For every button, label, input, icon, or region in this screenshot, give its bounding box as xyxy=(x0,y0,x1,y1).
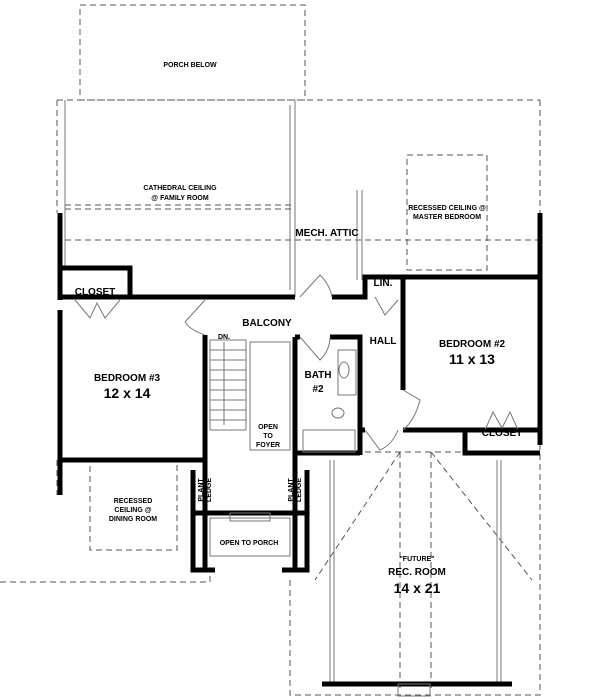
recessed-dining-label: CEILING @ xyxy=(114,507,151,514)
cathedral-label: CATHEDRAL CEILING xyxy=(143,185,217,192)
mech-attic-label: MECH. ATTIC xyxy=(295,228,358,239)
open-foyer-label: OPEN xyxy=(258,424,278,431)
bedroom3-size: 12 x 14 xyxy=(104,385,151,401)
closet-door xyxy=(484,410,519,431)
closet-label: CLOSET xyxy=(482,428,523,439)
plant-ledge-label: PLANT xyxy=(198,478,205,502)
closet-label: CLOSET xyxy=(75,287,116,298)
open-porch-label: OPEN TO PORCH xyxy=(220,540,279,547)
recessed-master-label: MASTER BEDROOM xyxy=(413,214,481,221)
linen-label: LIN. xyxy=(374,278,393,289)
door-swing xyxy=(402,389,421,431)
bedroom2-size: 11 x 13 xyxy=(449,351,495,367)
rec-room-size: 14 x 21 xyxy=(394,580,441,596)
staircase xyxy=(209,339,247,431)
bath-label: #2 xyxy=(312,384,324,395)
rec-room-future: "FUTURE" xyxy=(399,556,434,563)
porch-below-label: PORCH BELOW xyxy=(163,62,217,69)
recessed-master-label: RECESSED CEILING @ xyxy=(408,205,486,212)
fixtures xyxy=(74,274,519,697)
door-swing xyxy=(299,336,331,361)
balcony-label: BALCONY xyxy=(242,318,292,329)
door-swing xyxy=(364,429,399,451)
bathtub xyxy=(302,429,356,453)
down-label: DN. xyxy=(218,334,230,341)
bedroom3-name: BEDROOM #3 xyxy=(94,373,161,384)
cathedral-label: @ FAMILY ROOM xyxy=(151,195,209,202)
bath-label: BATH xyxy=(304,370,331,381)
sink-icon xyxy=(338,361,350,379)
open-foyer-label: TO xyxy=(263,433,273,440)
bedroom2-name: BEDROOM #2 xyxy=(439,339,506,350)
plant-ledge-label: LEDGE xyxy=(206,478,213,502)
walls xyxy=(57,213,543,687)
hall-label: HALL xyxy=(370,336,397,347)
rec-room-name: REC. ROOM xyxy=(388,567,446,578)
plant-ledge-label: LEDGE xyxy=(296,478,303,502)
door-swing xyxy=(184,299,206,336)
open-foyer-label: FOYER xyxy=(256,442,280,449)
recessed-dining-label: RECESSED xyxy=(114,498,153,505)
plant-ledge-label: PLANT xyxy=(288,478,295,502)
recessed-dining-label: DINING ROOM xyxy=(109,516,157,523)
dashed-outlines xyxy=(0,4,541,696)
toilet-icon xyxy=(331,407,345,419)
closet-door xyxy=(74,299,121,319)
door-swing xyxy=(299,274,333,298)
door-swing xyxy=(374,296,399,316)
